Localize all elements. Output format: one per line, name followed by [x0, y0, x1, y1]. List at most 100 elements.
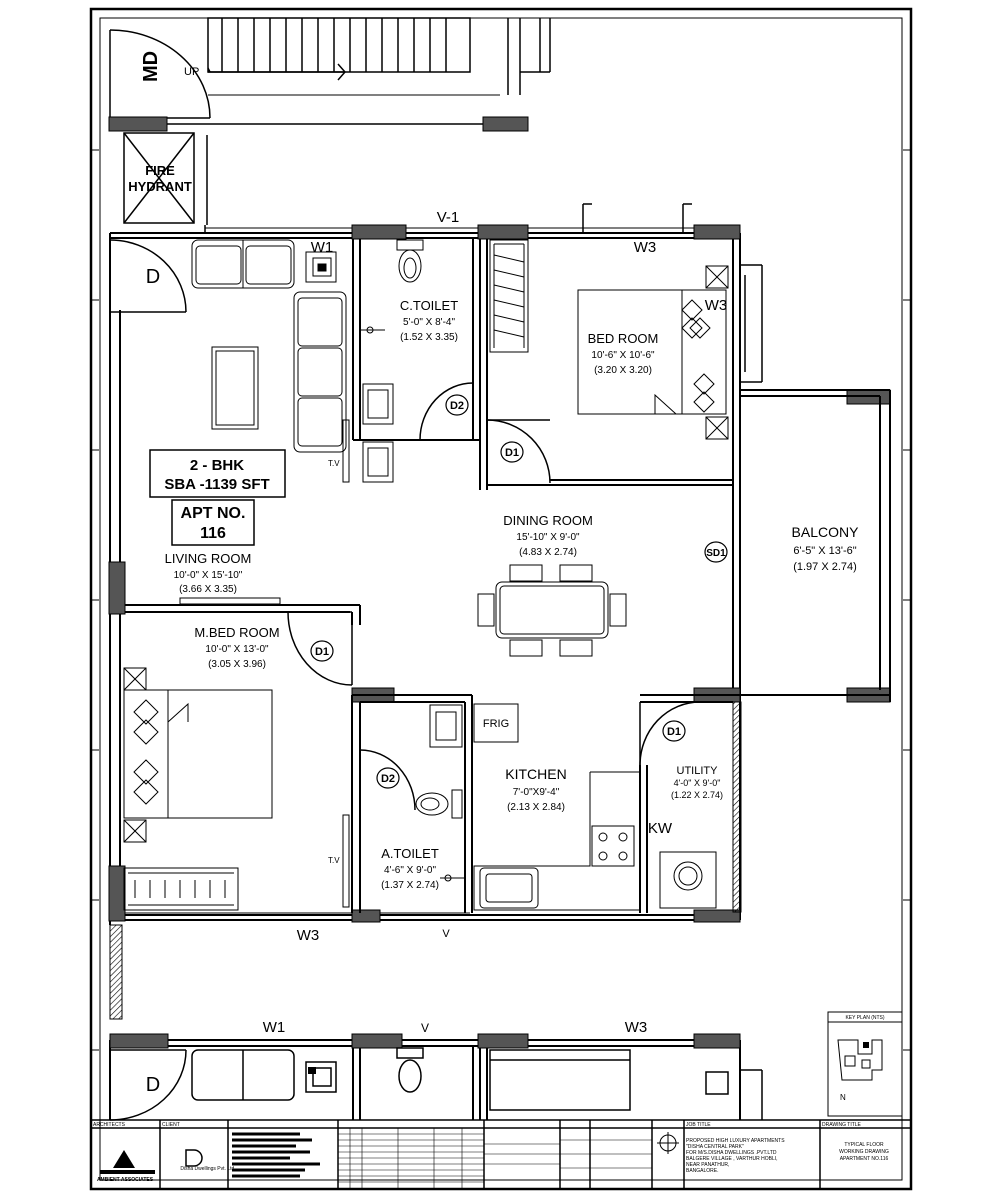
window-w1-label: W1 [311, 239, 334, 256]
m-bed-room-dim-m: (3.05 X 3.96) [208, 659, 266, 670]
lower-window-w3-label: W3 [625, 1019, 648, 1036]
tv-label-living: T.V [328, 459, 340, 468]
c-toilet-fixtures [360, 239, 424, 483]
title-block-scribble [232, 1132, 320, 1178]
c-toilet-dim-ft: 5'-0" X 8'-4" [403, 317, 456, 328]
next-floor-unit [109, 1039, 741, 1120]
window-w3-label: W3 [634, 239, 657, 256]
kitchen-name: KITCHEN [505, 766, 566, 782]
title-block [91, 1119, 911, 1189]
key-plan [827, 1011, 903, 1117]
kitchen-dim-ft: 7'-0"X9'-4" [513, 787, 560, 798]
door-sd1-tag: SD1 [706, 548, 726, 559]
apartment-type: 2 - BHK [190, 457, 244, 474]
utility-dim-ft: 4'-0" X 9'-0" [674, 778, 721, 788]
window-w3-bedroom-label: W3 [705, 297, 728, 314]
dining-table [477, 564, 627, 657]
tb-architects: ARCHITECTS [93, 1122, 126, 1128]
apartment-number: 116 [200, 525, 226, 542]
a-toilet-name: A.TOILET [381, 846, 439, 861]
tb-client: CLIENT [162, 1122, 180, 1128]
dining-room-dim-ft: 15'-10" X 9'-0" [516, 532, 580, 543]
tb-project-line6: BANGALORE. [686, 1168, 719, 1174]
tb-drawing-line3: APARTMENT NO.116 [840, 1156, 889, 1162]
lower-window-w1-label: W1 [263, 1019, 286, 1036]
border-ticks [92, 149, 910, 1051]
bed-room-dim-ft: 10'-6" X 10'-6" [591, 350, 655, 361]
c-toilet-name: C.TOILET [400, 298, 458, 313]
tv-label-master: T.V [328, 856, 340, 865]
fire-hydrant-line1: FIRE [145, 163, 175, 178]
tb-drawing-line2: WORKING DRAWING [839, 1149, 889, 1155]
main-door-label: MD [140, 51, 162, 82]
tb-project-line3: FOR M/S.DISHA DWELLINGS .PVT.LTD [686, 1150, 777, 1156]
tb-client-name: Disha Dwellings Pvt. Ltd. [180, 1166, 235, 1172]
door-d-label: D [146, 266, 160, 288]
dining-room-name: DINING ROOM [503, 513, 593, 528]
tb-project-line4: BALGERE VILLAGE , VARTHUR HOBLI, [686, 1156, 778, 1162]
fridge-label: FRIG [483, 718, 509, 730]
tb-project-line5: NEAR PANATHUR, [686, 1162, 729, 1168]
door-tags [310, 394, 728, 789]
door-d2-tag-toilet: D2 [381, 773, 395, 785]
washing-machine [659, 851, 717, 909]
tb-architect-logo-text: AMBIENT ASSOCIATES [97, 1177, 154, 1183]
bed [577, 265, 729, 440]
kitchen-dim-m: (2.13 X 2.84) [507, 802, 565, 813]
window-w3-bottom-label: W3 [297, 927, 320, 944]
balcony-outline [740, 389, 891, 702]
lower-window-v-label: V [421, 1021, 429, 1035]
sofa-set [191, 239, 347, 453]
up-label: UP [184, 66, 199, 78]
a-toilet-dim-m: (1.37 X 2.74) [381, 880, 439, 891]
wardrobe [489, 239, 529, 353]
door-d1-tag-master: D1 [315, 646, 329, 658]
tb-drawing-line1: TYPICAL FLOOR [844, 1142, 884, 1148]
kitchen-window-kw-label: KW [648, 820, 673, 837]
apt-info-boxes [149, 449, 286, 546]
living-room-name: LIVING ROOM [165, 551, 252, 566]
door-swings [109, 239, 701, 811]
a-toilet-fixtures [415, 704, 465, 882]
m-bed-room-name: M.BED ROOM [194, 625, 279, 640]
m-bed-room-dim-ft: 10'-0" X 13'-0" [205, 644, 269, 655]
a-toilet-dim-ft: 4'-6" X 9'-0" [384, 865, 437, 876]
master-bed [123, 667, 273, 843]
door-d1-tag-bedroom: D1 [505, 447, 519, 459]
window-v-label: V [442, 928, 450, 940]
client-logo [185, 1149, 203, 1167]
master-wardrobe [123, 867, 239, 911]
living-room-dim-m: (3.66 X 3.35) [179, 584, 237, 595]
bed-room-dim-m: (3.20 X 3.20) [594, 365, 652, 376]
architect-logo [100, 1150, 155, 1174]
sheet-border [89, 7, 913, 1191]
balcony-dim-ft: 6'-5" X 13'-6" [793, 545, 856, 557]
dining-room-dim-m: (4.83 X 2.74) [519, 547, 577, 558]
lower-door-d-label: D [146, 1074, 160, 1096]
fire-hydrant-line2: HYDRANT [128, 179, 192, 194]
c-toilet-dim-m: (1.52 X 3.35) [400, 332, 458, 343]
door-d1-tag-utility: D1 [667, 726, 681, 738]
kitchen-counter [473, 771, 641, 911]
key-plan-title: KEY PLAN (NTS) [845, 1015, 884, 1021]
apartment-number-label: APT NO. [181, 505, 246, 522]
bed-room-name: BED ROOM [588, 331, 659, 346]
balcony-dim-m: (1.97 X 2.74) [793, 561, 857, 573]
compass-north [657, 1132, 679, 1154]
utility-dim-m: (1.22 X 2.74) [671, 790, 723, 800]
window-v1-label: V-1 [437, 209, 460, 226]
key-plan-north: N [840, 1093, 846, 1102]
title-block-table [338, 1128, 652, 1189]
utility-name: UTILITY [677, 765, 719, 777]
fire-hydrant-box [123, 132, 195, 224]
tb-project-line2: "DISHA CENTRAL PARK" [686, 1144, 744, 1150]
door-d2-tag: D2 [450, 400, 464, 412]
tb-project-line1: PROPOSED HIGH LUXURY APARTMENTS [686, 1138, 785, 1144]
living-room-dim-ft: 10'-0" X 15'-10" [174, 570, 243, 581]
balcony-name: BALCONY [792, 524, 860, 540]
apartment-sba: SBA -1139 SFT [164, 476, 269, 493]
window-lines [125, 227, 694, 914]
staircase [207, 17, 551, 96]
